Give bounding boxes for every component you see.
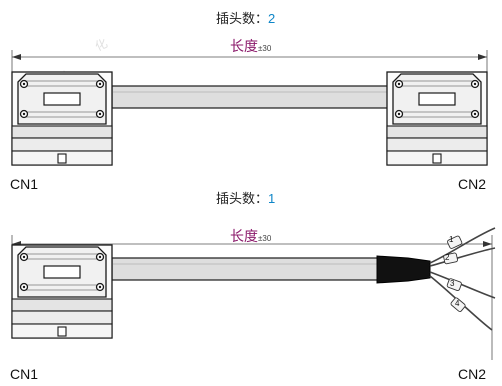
connector-label-cn2-top: CN2: [458, 176, 487, 192]
length-tolerance-top: ±30: [258, 44, 272, 53]
length-tolerance-bottom: ±30: [258, 234, 272, 243]
length-label-bottom: 长度±30: [230, 228, 272, 244]
connector-label-cn1-top: CN1: [10, 176, 39, 192]
wire-marker-label: 2: [445, 253, 450, 262]
connector-label-cn1-bottom: CN1: [10, 366, 39, 382]
connector-cn2-top: [386, 71, 488, 166]
plug-count-caption-top: 插头数：2: [216, 11, 276, 26]
connector-label-cn2-bottom: CN2: [458, 366, 487, 382]
plug-count-value-top: 2: [268, 11, 276, 26]
wire-marker-label: 4: [455, 299, 460, 308]
wire-marker-label: 3: [450, 279, 455, 288]
connector-cn1-top: [11, 71, 113, 166]
wire-markers: [443, 235, 466, 312]
plug-count-caption-bottom: 插头数：1: [216, 191, 276, 206]
connector-cn1-bottom: [11, 244, 113, 339]
plug-count-value-bottom: 1: [268, 191, 276, 206]
length-label-top: 长度±30: [230, 38, 272, 54]
wire-marker-label: 1: [449, 235, 454, 244]
